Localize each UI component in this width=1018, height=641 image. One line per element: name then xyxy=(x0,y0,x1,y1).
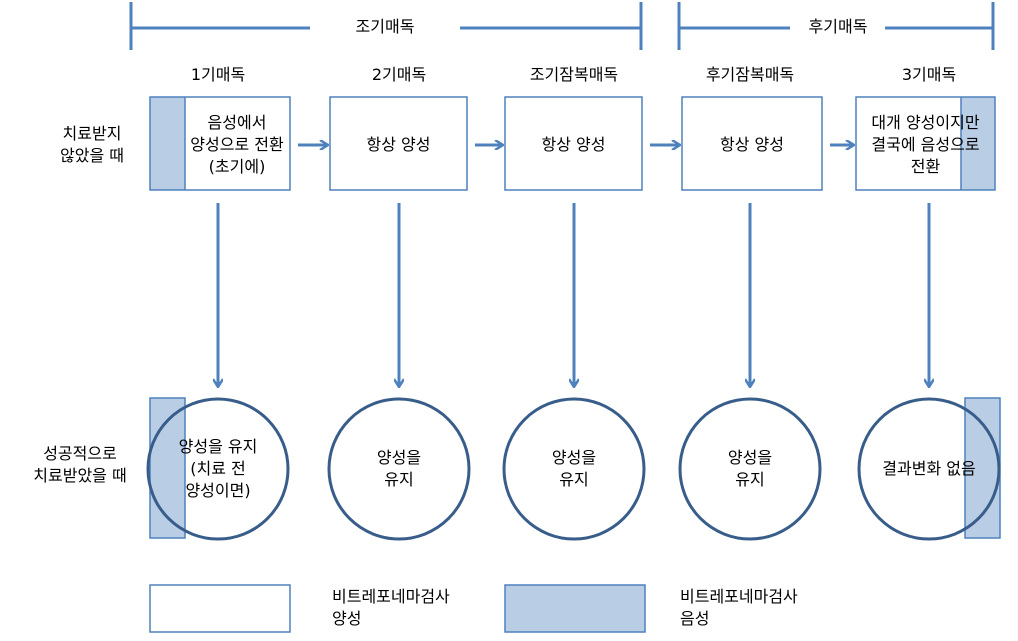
untreated-box-text-line: 항상 양성 xyxy=(720,135,784,154)
treated-circle-text-line: 결과변화 없음 xyxy=(882,459,976,478)
treated-circle xyxy=(678,397,822,541)
legend-label-positive-line: 비트레포네마검사 xyxy=(332,587,450,606)
treated-circle xyxy=(857,397,1001,541)
untreated-box-text: 항상 양성 xyxy=(542,134,606,156)
legend-label-negative-line: 음성 xyxy=(680,609,710,628)
treated-circle xyxy=(502,397,646,541)
untreated-box-text: 항상 양성 xyxy=(720,134,784,156)
legend-swatch-negative xyxy=(504,584,646,633)
untreated-box-text-line: 항상 양성 xyxy=(366,135,431,154)
treated-circle-text-line: (치료 전 xyxy=(190,459,246,478)
stage-label: 3기매독 xyxy=(901,65,957,84)
phase-label-late: 후기매독 xyxy=(808,17,868,36)
phase-label-early: 조기매독 xyxy=(355,17,415,36)
treated-circle xyxy=(327,397,471,541)
treated-circle-text-line: 유지 xyxy=(735,470,765,489)
stage-label: 1기매독 xyxy=(190,65,246,84)
treated-circle-text: 결과변화 없음 xyxy=(882,458,975,480)
stage-label: 후기잠복매독 xyxy=(705,65,795,84)
row-label-untreated-line: 않았을 때 xyxy=(60,146,124,165)
untreated-box-text-line: 음성에서 xyxy=(207,113,267,132)
untreated-box-text-line: 항상 양성 xyxy=(541,135,606,154)
treated-circle-text-line: 양성이면) xyxy=(185,481,251,500)
legend-label-positive-line: 양성 xyxy=(332,609,362,628)
untreated-box-text-line: 결국에 음성으로 xyxy=(871,135,980,154)
untreated-box-text-line: 대개 양성이지만 xyxy=(871,113,980,132)
treated-circle-text-line: 유지 xyxy=(384,470,414,489)
treated-circle-text-line: 양성을 유지 xyxy=(178,437,258,456)
untreated-box xyxy=(149,96,291,191)
row-label-treated-line: 성공적으로 xyxy=(43,444,117,463)
untreated-box xyxy=(855,96,996,191)
untreated-box xyxy=(681,96,823,191)
row-label-untreated-line: 치료받지 xyxy=(62,124,122,143)
stage-label: 조기잠복매독 xyxy=(529,65,619,84)
treated-circle-text-line: 양성을 xyxy=(376,448,422,467)
untreated-box-text: 항상 양성 xyxy=(367,134,431,156)
treated-circle-text-line: 양성을 xyxy=(551,448,597,467)
legend-label-negative-line: 비트레포네마검사 xyxy=(680,587,798,606)
untreated-box-text-line: 양성으로 전환 xyxy=(190,135,284,154)
treated-circle xyxy=(146,397,290,541)
untreated-box-text-line: (초기에) xyxy=(208,157,266,176)
negative-shade xyxy=(961,97,995,190)
treated-circle-text-line: 양성을 xyxy=(727,448,773,467)
row-label-treated-line: 치료받았을 때 xyxy=(33,466,127,485)
treated-circle-text-line: 유지 xyxy=(559,470,589,489)
negative-shade xyxy=(150,97,185,190)
untreated-box xyxy=(329,96,468,191)
stage-label: 2기매독 xyxy=(371,65,427,84)
untreated-box xyxy=(504,96,643,191)
untreated-box-text-line: 전환 xyxy=(910,157,941,176)
legend-swatch-positive xyxy=(149,584,291,633)
